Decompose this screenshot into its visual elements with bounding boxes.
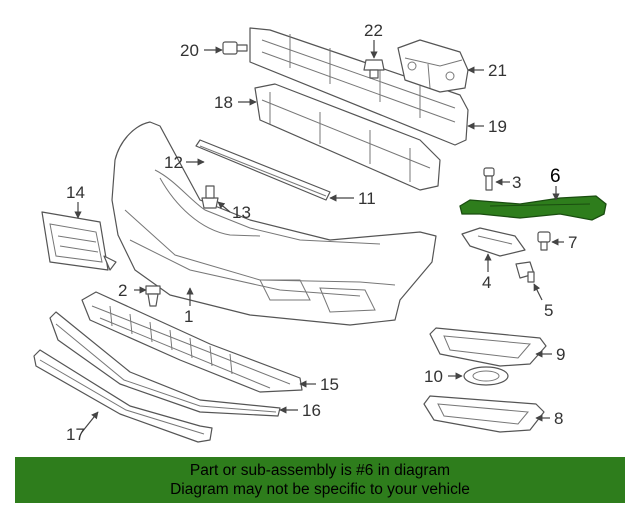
callout-1: 1 xyxy=(184,307,193,326)
callout-18: 18 xyxy=(214,93,233,112)
lower-spoiler-part[interactable] xyxy=(49,311,281,417)
callout-4: 4 xyxy=(482,273,491,292)
leader-lines xyxy=(74,40,564,433)
callout-8: 8 xyxy=(554,409,563,428)
fog-bezel-9-part[interactable] xyxy=(429,327,547,367)
callout-17: 17 xyxy=(66,425,85,444)
callout-2: 2 xyxy=(118,281,127,300)
callout-14: 14 xyxy=(66,183,85,202)
callout-7: 7 xyxy=(568,233,577,252)
callout-5: 5 xyxy=(544,301,553,320)
screw-7-part[interactable] xyxy=(537,231,551,251)
banner-line-1: Part or sub-assembly is #6 in diagram xyxy=(189,462,451,479)
callout-16: 16 xyxy=(302,401,321,420)
bumper-reinforcement-part[interactable] xyxy=(249,27,469,146)
parts-diagram: 20 22 21 19 18 12 11 13 14 2 1 3 6 4 7 5… xyxy=(33,21,607,444)
callout-12: 12 xyxy=(164,153,183,172)
callout-13: 13 xyxy=(232,203,251,222)
callout-3: 3 xyxy=(512,173,521,192)
bolt-22-part[interactable] xyxy=(363,59,385,79)
callout-21: 21 xyxy=(488,61,507,80)
callout-20: 20 xyxy=(180,41,199,60)
callout-15: 15 xyxy=(320,375,339,394)
spoiler-strip-part[interactable] xyxy=(195,139,331,201)
license-bracket-part[interactable] xyxy=(41,211,117,271)
banner-line-2: Diagram may not be specific to your vehi… xyxy=(170,481,470,498)
fog-ring-10-part[interactable] xyxy=(463,366,509,386)
callout-labels: 20 22 21 19 18 12 11 13 14 2 1 3 6 4 7 5… xyxy=(66,21,577,444)
callout-11: 11 xyxy=(358,189,376,208)
clip-2-part[interactable] xyxy=(145,285,161,307)
bracket-4-part[interactable] xyxy=(461,227,526,257)
bracket-6-highlighted-part[interactable] xyxy=(459,195,607,221)
callout-9: 9 xyxy=(556,345,565,364)
clip-13-part[interactable] xyxy=(201,185,219,209)
bolt-20-part[interactable] xyxy=(222,41,248,55)
lower-grille-part[interactable] xyxy=(81,291,303,393)
clip-5-part[interactable] xyxy=(515,261,535,283)
callout-19: 19 xyxy=(488,117,507,136)
fog-cover-8-part[interactable] xyxy=(423,395,545,433)
callout-10: 10 xyxy=(424,367,443,386)
bracket-assembly-part[interactable] xyxy=(397,39,469,93)
callout-22: 22 xyxy=(364,21,383,40)
callout-6-highlighted: 6 xyxy=(550,166,561,187)
lower-trim-part[interactable] xyxy=(33,349,213,443)
bumper-cover-part[interactable] xyxy=(111,121,437,326)
energy-absorber-part[interactable] xyxy=(254,83,441,191)
screw-3-part[interactable] xyxy=(483,167,495,191)
part-info-banner: Part or sub-assembly is #6 in diagram Di… xyxy=(15,457,625,503)
